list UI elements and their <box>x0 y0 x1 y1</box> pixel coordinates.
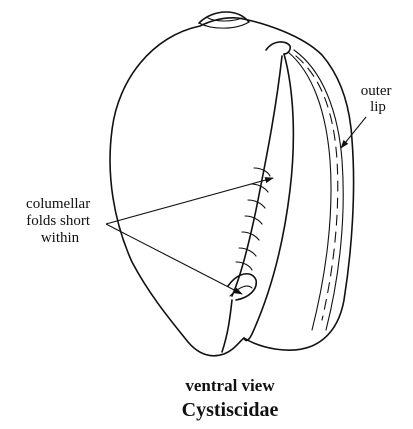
outer-lip-outer-line <box>294 50 343 330</box>
columella <box>232 56 282 296</box>
anterior-notch <box>222 300 232 352</box>
leader-outer-lip <box>341 117 366 148</box>
outer-lip-inner-line <box>288 52 331 330</box>
leader-folds-upper <box>106 178 273 224</box>
aperture-edge <box>244 54 293 341</box>
label-columellar-folds-line-3: within <box>41 230 80 246</box>
posterior-canal <box>266 42 290 54</box>
leader-folds-lower <box>106 224 242 294</box>
label-outer-lip-line-2: lip <box>370 99 386 115</box>
label-columellar-folds: columellar folds short within <box>26 196 94 246</box>
fold-7 <box>236 262 252 270</box>
label-outer-lip-line-1: outer <box>361 83 392 99</box>
fold-6 <box>239 248 256 256</box>
caption-view: ventral view <box>185 376 275 395</box>
label-outer-lip: outer lip <box>361 83 396 115</box>
label-columellar-folds-line-1: columellar <box>26 196 90 212</box>
caption-family: Cystiscidae <box>182 399 279 421</box>
leader-lines <box>106 117 366 294</box>
fold-1 <box>254 168 270 176</box>
shell-illustration <box>110 12 354 356</box>
label-columellar-folds-line-2: folds short <box>26 213 91 229</box>
